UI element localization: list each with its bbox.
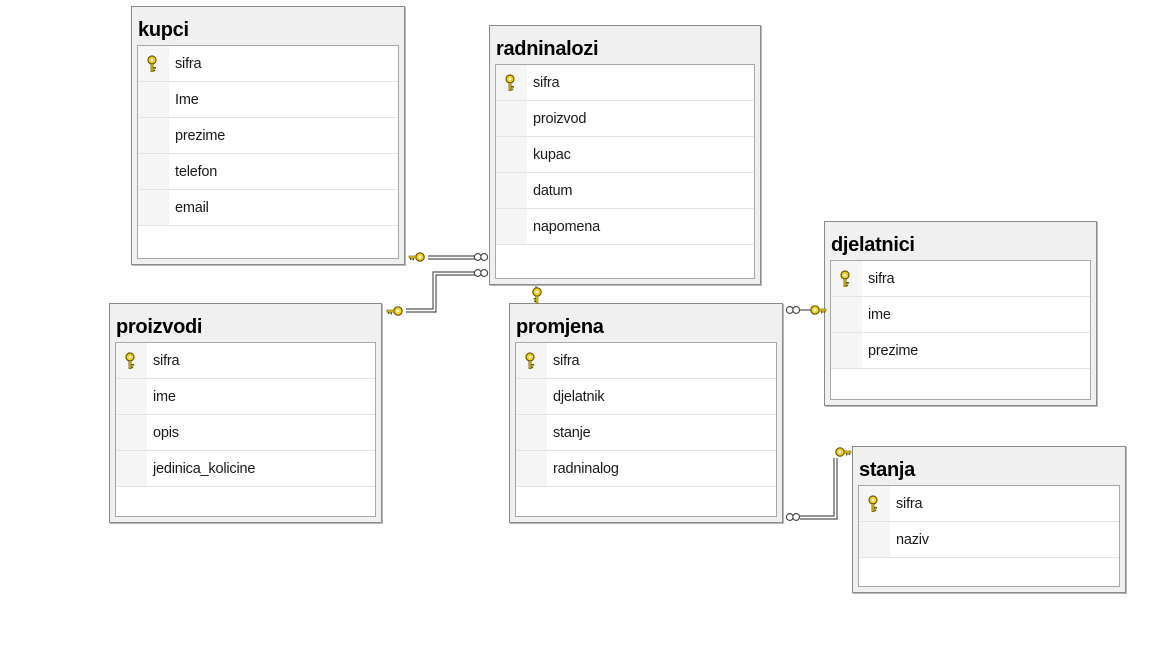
- relationship-promjena-stanja: [785, 447, 852, 521]
- column-row[interactable]: ime: [831, 297, 1090, 333]
- relationship-radninalozi-kupci: [408, 252, 489, 262]
- column-row[interactable]: stanje: [516, 415, 776, 451]
- column-row[interactable]: naziv: [859, 522, 1119, 558]
- column-row[interactable]: datum: [496, 173, 754, 209]
- column-label: email: [175, 200, 209, 216]
- pk-column-label: sifra: [153, 353, 180, 369]
- column-label: djelatnik: [553, 389, 605, 405]
- table-title: kupci: [138, 19, 189, 41]
- column-row[interactable]: radninalog: [516, 451, 776, 487]
- column-row[interactable]: proizvod: [496, 101, 754, 137]
- column-label: prezime: [175, 128, 226, 144]
- pk-row[interactable]: sifra: [859, 486, 1119, 522]
- pk-row[interactable]: sifra: [516, 343, 776, 379]
- key-icon: [835, 447, 852, 457]
- relationship-promjena-djelatnici: [785, 305, 827, 315]
- many-end-icon: [473, 253, 489, 261]
- column-row[interactable]: djelatnik: [516, 379, 776, 415]
- table-radninalozi[interactable]: radninalozi sifra proizvod kupac datum n…: [489, 25, 761, 285]
- column-row[interactable]: napomena: [496, 209, 754, 245]
- column-label: kupac: [533, 147, 571, 163]
- column-label: naziv: [896, 532, 929, 548]
- primary-key-icon: [147, 55, 157, 72]
- pk-row[interactable]: sifra: [138, 46, 398, 82]
- column-list: sifra djelatnik stanje radninalog: [515, 342, 777, 517]
- column-row[interactable]: opis: [116, 415, 375, 451]
- table-title: djelatnici: [831, 234, 915, 256]
- column-label: jedinica_kolicine: [153, 461, 256, 477]
- column-row[interactable]: telefon: [138, 154, 398, 190]
- column-label: stanje: [553, 425, 591, 441]
- table-title: stanja: [859, 459, 916, 481]
- table-title: radninalozi: [496, 38, 599, 60]
- column-label: opis: [153, 425, 179, 441]
- primary-key-icon: [868, 495, 878, 512]
- column-row[interactable]: kupac: [496, 137, 754, 173]
- primary-key-icon: [525, 352, 535, 369]
- column-list: sifra ime prezime: [830, 260, 1091, 400]
- many-end-icon: [785, 513, 801, 521]
- column-label: Ime: [175, 92, 199, 108]
- column-row[interactable]: Ime: [138, 82, 398, 118]
- column-row[interactable]: prezime: [831, 333, 1090, 369]
- primary-key-icon: [125, 352, 135, 369]
- relationship-promjena-radninalozi: [532, 286, 542, 304]
- pk-row[interactable]: sifra: [831, 261, 1090, 297]
- primary-key-icon: [840, 270, 850, 287]
- pk-row[interactable]: sifra: [116, 343, 375, 379]
- column-list: sifra ime opis jedinica_kolicine: [115, 342, 376, 517]
- column-label: datum: [533, 183, 573, 199]
- column-label: prezime: [868, 343, 919, 359]
- column-list: sifra proizvod kupac datum napomena: [495, 64, 755, 279]
- column-row[interactable]: email: [138, 190, 398, 226]
- key-icon: [532, 287, 542, 304]
- pk-column-label: sifra: [175, 56, 202, 72]
- pk-column-label: sifra: [533, 75, 560, 91]
- column-list: sifra naziv: [858, 485, 1120, 587]
- column-list: sifra Ime prezime telefon email: [137, 45, 399, 259]
- primary-key-icon: [505, 74, 515, 91]
- table-djelatnici[interactable]: djelatnici sifra ime prezime: [824, 221, 1097, 406]
- column-row[interactable]: jedinica_kolicine: [116, 451, 375, 487]
- key-icon: [386, 306, 403, 316]
- key-icon: [408, 252, 425, 262]
- pk-row[interactable]: sifra: [496, 65, 754, 101]
- pk-column-label: sifra: [868, 271, 895, 287]
- table-title: promjena: [516, 316, 604, 338]
- column-label: ime: [868, 307, 891, 323]
- table-stanja[interactable]: stanja sifra naziv: [852, 446, 1126, 593]
- table-proizvodi[interactable]: proizvodi sifra ime opis jedinica_kolici…: [109, 303, 382, 523]
- column-label: napomena: [533, 219, 600, 235]
- table-title: proizvodi: [116, 316, 203, 338]
- pk-column-label: sifra: [553, 353, 580, 369]
- column-label: proizvod: [533, 111, 587, 127]
- table-kupci[interactable]: kupci sifra Ime prezime telefon email: [131, 6, 405, 265]
- column-label: ime: [153, 389, 176, 405]
- pk-column-label: sifra: [896, 496, 923, 512]
- column-row[interactable]: prezime: [138, 118, 398, 154]
- column-label: radninalog: [553, 461, 619, 477]
- table-promjena[interactable]: promjena sifra djelatnik stanje radninal…: [509, 303, 783, 523]
- many-end-icon: [473, 269, 489, 277]
- many-end-icon: [785, 306, 801, 314]
- column-label: telefon: [175, 164, 218, 180]
- column-row[interactable]: ime: [116, 379, 375, 415]
- relationship-radninalozi-proizvodi: [386, 269, 489, 316]
